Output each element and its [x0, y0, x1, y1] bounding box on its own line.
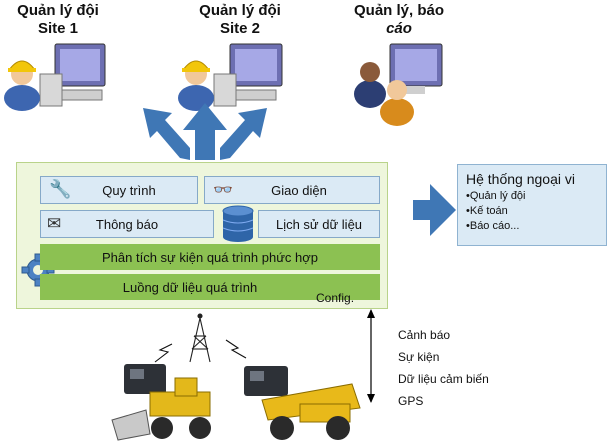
- process-stream-bar: Luồng dữ liệu quá trình: [40, 274, 380, 300]
- external-title: Hệ thống ngoại vi: [466, 171, 575, 187]
- database-icon: [222, 205, 254, 242]
- external-item: •Kế toán: [466, 205, 508, 217]
- glasses-icon: 👓: [213, 182, 233, 199]
- notification-module: ✉ Thông báo: [40, 210, 214, 238]
- right-arrow-icon: [413, 184, 456, 236]
- history-module: Lịch sử dữ liệu: [258, 210, 380, 238]
- external-item: •Quản lý đội: [466, 190, 526, 202]
- upward-arrows-icon: [143, 103, 267, 160]
- config-label: Config.: [316, 291, 355, 305]
- dump-truck-icon: [244, 366, 361, 440]
- up-down-arrow-icon: [367, 309, 375, 403]
- signal-sensor-data: Dữ liệu cảm biến: [398, 372, 489, 386]
- antenna-tower-icon: [154, 313, 247, 363]
- site-1-operator-icon: [4, 43, 106, 111]
- interface-module: 👓 Giao diện: [204, 176, 380, 204]
- site-2-operator-icon: [178, 43, 283, 111]
- manager-icon: [354, 43, 443, 126]
- external-item: •Báo cáo...: [466, 220, 520, 232]
- signal-event: Sự kiện: [398, 350, 440, 364]
- workflow-module: 🔧 Quy trình: [40, 176, 198, 204]
- loader-vehicle-icon: [111, 364, 211, 441]
- wrench-icon: 🔧: [49, 179, 72, 199]
- envelope-icon: ✉: [47, 214, 62, 233]
- signal-gps: GPS: [398, 394, 424, 408]
- cep-bar: Phân tích sự kiện quá trình phức hợp: [40, 244, 380, 270]
- external-systems-box: Hệ thống ngoại vi •Quản lý đội •Kế toán …: [457, 164, 607, 246]
- signal-alert: Cảnh báo: [398, 328, 451, 342]
